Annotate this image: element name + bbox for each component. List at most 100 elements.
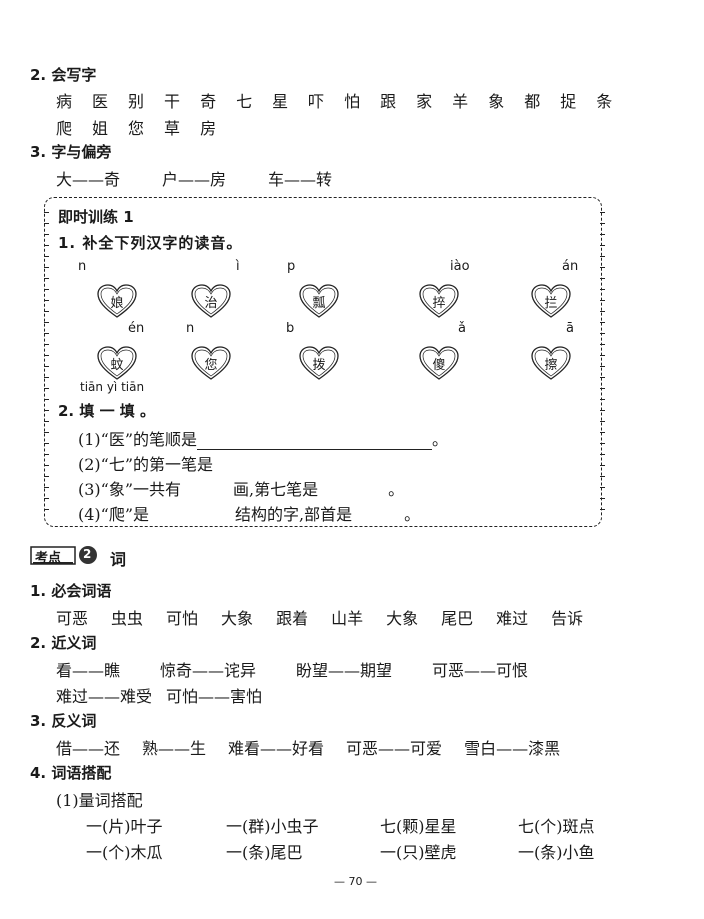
ruler-tick (600, 212, 605, 213)
antonym-pair: 熟——生 (142, 739, 207, 758)
word-item: 大象 (221, 609, 254, 628)
write-char: 医 (92, 92, 109, 111)
fill-3-text: (3)“象”一共有 (78, 480, 182, 499)
heart-char-card: 傻 (418, 345, 460, 381)
measure-word-item: 一(只)壁虎 (380, 843, 457, 862)
synonym-pair: 难过——难受 (56, 687, 153, 706)
write-char: 草 (164, 119, 181, 138)
ruler-tick (44, 410, 49, 411)
write-char: 七 (236, 92, 253, 111)
heart-char: 捽 (432, 296, 446, 311)
heart-char-card: 治 (190, 283, 232, 319)
write-char: 干 (164, 92, 181, 111)
kaodian-badge: 考点 2 (30, 544, 100, 566)
measure-word-item: 一(群)小虫子 (226, 817, 319, 836)
synonym-pair: 惊奇——诧异 (160, 661, 257, 680)
measure-word-item: 一(片)叶子 (86, 817, 163, 836)
heart-char: 您 (204, 358, 218, 373)
ruler-tick (600, 377, 605, 378)
ruler-tick (600, 509, 605, 510)
ruler-tick (44, 421, 49, 422)
write-char: 羊 (452, 92, 469, 111)
pinyin-hint: iào (450, 259, 470, 274)
measure-word-item: 一(条)尾巴 (226, 843, 303, 862)
drill-q1: 1. 补全下列汉字的读音。 (58, 234, 243, 252)
ruler-tick (44, 245, 49, 246)
word-item: 山羊 (331, 609, 364, 628)
ruler-tick (600, 355, 605, 356)
fill-4-mid: 结构的字,部首是 (235, 505, 353, 524)
fill-1: (1)“医”的笔顺是。 (78, 426, 448, 450)
ruler-tick (44, 454, 49, 455)
ruler-tick (600, 465, 605, 466)
kaodian-number: 2 (83, 547, 92, 561)
synonym-pair: 看——瞧 (56, 661, 121, 680)
heart-char-card: 拨 (298, 345, 340, 381)
ruler-tick (44, 443, 49, 444)
ruler-tick (44, 344, 49, 345)
heart-char: 擦 (544, 358, 558, 373)
write-char: 象 (488, 92, 505, 111)
ruler-tick (44, 212, 49, 213)
drill-box (44, 197, 602, 527)
ruler-tick (600, 245, 605, 246)
ruler-tick (44, 289, 49, 290)
word-item: 告诉 (551, 609, 584, 628)
pinyin-hint: án (562, 259, 579, 274)
ruler-tick (600, 454, 605, 455)
pinyin-hint: én (128, 321, 145, 336)
heart-char: 瓢 (312, 296, 326, 311)
antonym-row: 借——还熟——生难看——好看可恶——可爱雪白——漆黑 (56, 735, 582, 759)
drill-q2: 2. 填 一 填 。 (58, 402, 156, 420)
heart-char-card: 擦 (530, 345, 572, 381)
antonym-pair: 雪白——漆黑 (464, 739, 561, 758)
ruler-tick (600, 344, 605, 345)
radical-pair: 大——奇 (56, 170, 121, 189)
ruler-tick (44, 267, 49, 268)
words-heading-1: 1. 必会词语 (30, 582, 112, 600)
words-heading-4: 4. 词语搭配 (30, 764, 112, 782)
heart-char-card: 捽 (418, 283, 460, 319)
ruler-tick (44, 223, 49, 224)
pinyin-hint: ì (236, 259, 240, 274)
ruler-tick (600, 267, 605, 268)
write-char: 您 (128, 119, 145, 138)
heart-char-card: 您 (190, 345, 232, 381)
ruler-tick (44, 278, 49, 279)
ruler-tick (600, 399, 605, 400)
synonym-row-1: 看——瞧惊奇——诧异盼望——期望可恶——可恨 (56, 657, 568, 681)
ruler-tick (600, 223, 605, 224)
write-char: 跟 (380, 92, 397, 111)
fill-3: (3)“象”一共有画,第七笔是。 (78, 476, 404, 500)
word-item: 尾巴 (441, 609, 474, 628)
word-item: 难过 (496, 609, 529, 628)
fill-4-text: (4)“爬”是 (78, 505, 150, 524)
ruler-tick (600, 256, 605, 257)
write-char: 病 (56, 92, 73, 111)
words-heading-2: 2. 近义词 (30, 634, 97, 652)
write-char: 别 (128, 92, 145, 111)
kaodian-label: 考点 (35, 551, 62, 566)
word-item: 虫虫 (111, 609, 144, 628)
word-item: 可怕 (166, 609, 199, 628)
kaodian-badge-shape (30, 546, 97, 565)
write-char: 星 (272, 92, 289, 111)
heart-char: 傻 (432, 358, 446, 373)
antonym-pair: 难看——好看 (228, 739, 325, 758)
antonym-pair: 借——还 (56, 739, 121, 758)
fill-3-end: 。 (388, 480, 405, 499)
write-char: 爬 (56, 119, 73, 138)
ruler-tick (44, 322, 49, 323)
write-heading: 2. 会写字 (30, 66, 97, 84)
ruler-tick (44, 234, 49, 235)
pinyin-hint: ā (566, 321, 574, 336)
pinyin-hint: b (286, 321, 295, 336)
fill-1-blank[interactable] (197, 435, 433, 450)
fill-1-text: (1)“医”的笔顺是 (78, 430, 198, 449)
ruler-tick (600, 410, 605, 411)
ruler-tick (600, 388, 605, 389)
pinyin-hint: n (186, 321, 195, 336)
pinyin-hint: ǎ (458, 321, 466, 336)
ruler-tick (600, 289, 605, 290)
drill-title: 即时训练 1 (58, 208, 134, 226)
